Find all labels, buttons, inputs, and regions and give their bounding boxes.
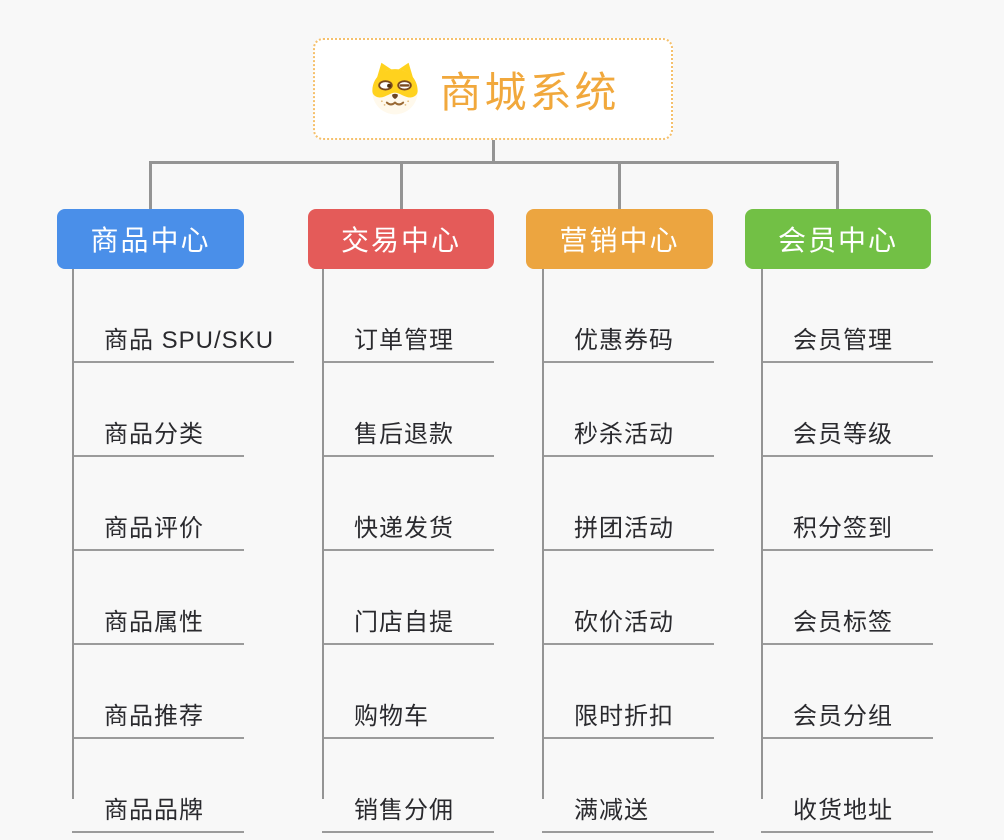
leaf-node[interactable]: 会员管理 xyxy=(761,269,933,363)
branch-trunk-line xyxy=(761,269,763,799)
leaf-node[interactable]: 门店自提 xyxy=(322,551,494,645)
leaf-node[interactable]: 商品 SPU/SKU xyxy=(72,269,295,363)
connector-bus xyxy=(149,161,839,164)
leaf-node[interactable]: 砍价活动 xyxy=(542,551,714,645)
connector-drop-marketing xyxy=(618,161,621,210)
leaf-node[interactable]: 商品评价 xyxy=(72,457,244,551)
leaf-node[interactable]: 会员标签 xyxy=(761,551,933,645)
branch-trunk-line xyxy=(72,269,74,799)
leaf-node[interactable]: 满减送 xyxy=(542,739,714,833)
root-node[interactable]: 商城系统 xyxy=(313,38,673,140)
branch-node-member[interactable]: 会员中心 xyxy=(745,209,931,269)
leaf-node[interactable]: 快递发货 xyxy=(322,457,494,551)
leaf-node[interactable]: 商品分类 xyxy=(72,363,244,457)
connector-root-stub xyxy=(492,140,495,163)
leaf-node[interactable]: 会员等级 xyxy=(761,363,933,457)
branch-node-trade[interactable]: 交易中心 xyxy=(308,209,494,269)
branch-children-marketing: 优惠券码 秒杀活动 拼团活动 砍价活动 限时折扣 满减送 xyxy=(542,269,802,833)
leaf-node[interactable]: 积分签到 xyxy=(761,457,933,551)
leaf-node[interactable]: 收货地址 xyxy=(761,739,933,833)
leaf-node[interactable]: 秒杀活动 xyxy=(542,363,714,457)
leaf-node[interactable]: 会员分组 xyxy=(761,645,933,739)
root-title: 商城系统 xyxy=(439,68,620,116)
connector-drop-product xyxy=(149,161,152,210)
leaf-node[interactable]: 商品推荐 xyxy=(72,645,244,739)
branch-trunk-line xyxy=(542,269,544,799)
leaf-node[interactable]: 售后退款 xyxy=(322,363,494,457)
branch-node-product[interactable]: 商品中心 xyxy=(57,209,244,269)
branch-children-trade: 订单管理 售后退款 快递发货 门店自提 购物车 销售分佣 xyxy=(322,269,582,833)
leaf-node[interactable]: 限时折扣 xyxy=(542,645,714,739)
branch-children-product: 商品 SPU/SKU 商品分类 商品评价 商品属性 商品推荐 商品品牌 xyxy=(72,269,332,833)
connector-drop-trade xyxy=(400,161,403,210)
dog-face-icon xyxy=(366,60,424,118)
leaf-node[interactable]: 购物车 xyxy=(322,645,494,739)
branch-node-marketing[interactable]: 营销中心 xyxy=(526,209,713,269)
branch-trunk-line xyxy=(322,269,324,799)
connector-drop-member xyxy=(836,161,839,210)
branch-children-member: 会员管理 会员等级 积分签到 会员标签 会员分组 收货地址 xyxy=(761,269,1004,833)
leaf-node[interactable]: 优惠券码 xyxy=(542,269,714,363)
leaf-node[interactable]: 商品属性 xyxy=(72,551,244,645)
leaf-node[interactable]: 订单管理 xyxy=(322,269,494,363)
leaf-node[interactable]: 拼团活动 xyxy=(542,457,714,551)
leaf-node[interactable]: 商品品牌 xyxy=(72,739,244,833)
leaf-node[interactable]: 销售分佣 xyxy=(322,739,494,833)
